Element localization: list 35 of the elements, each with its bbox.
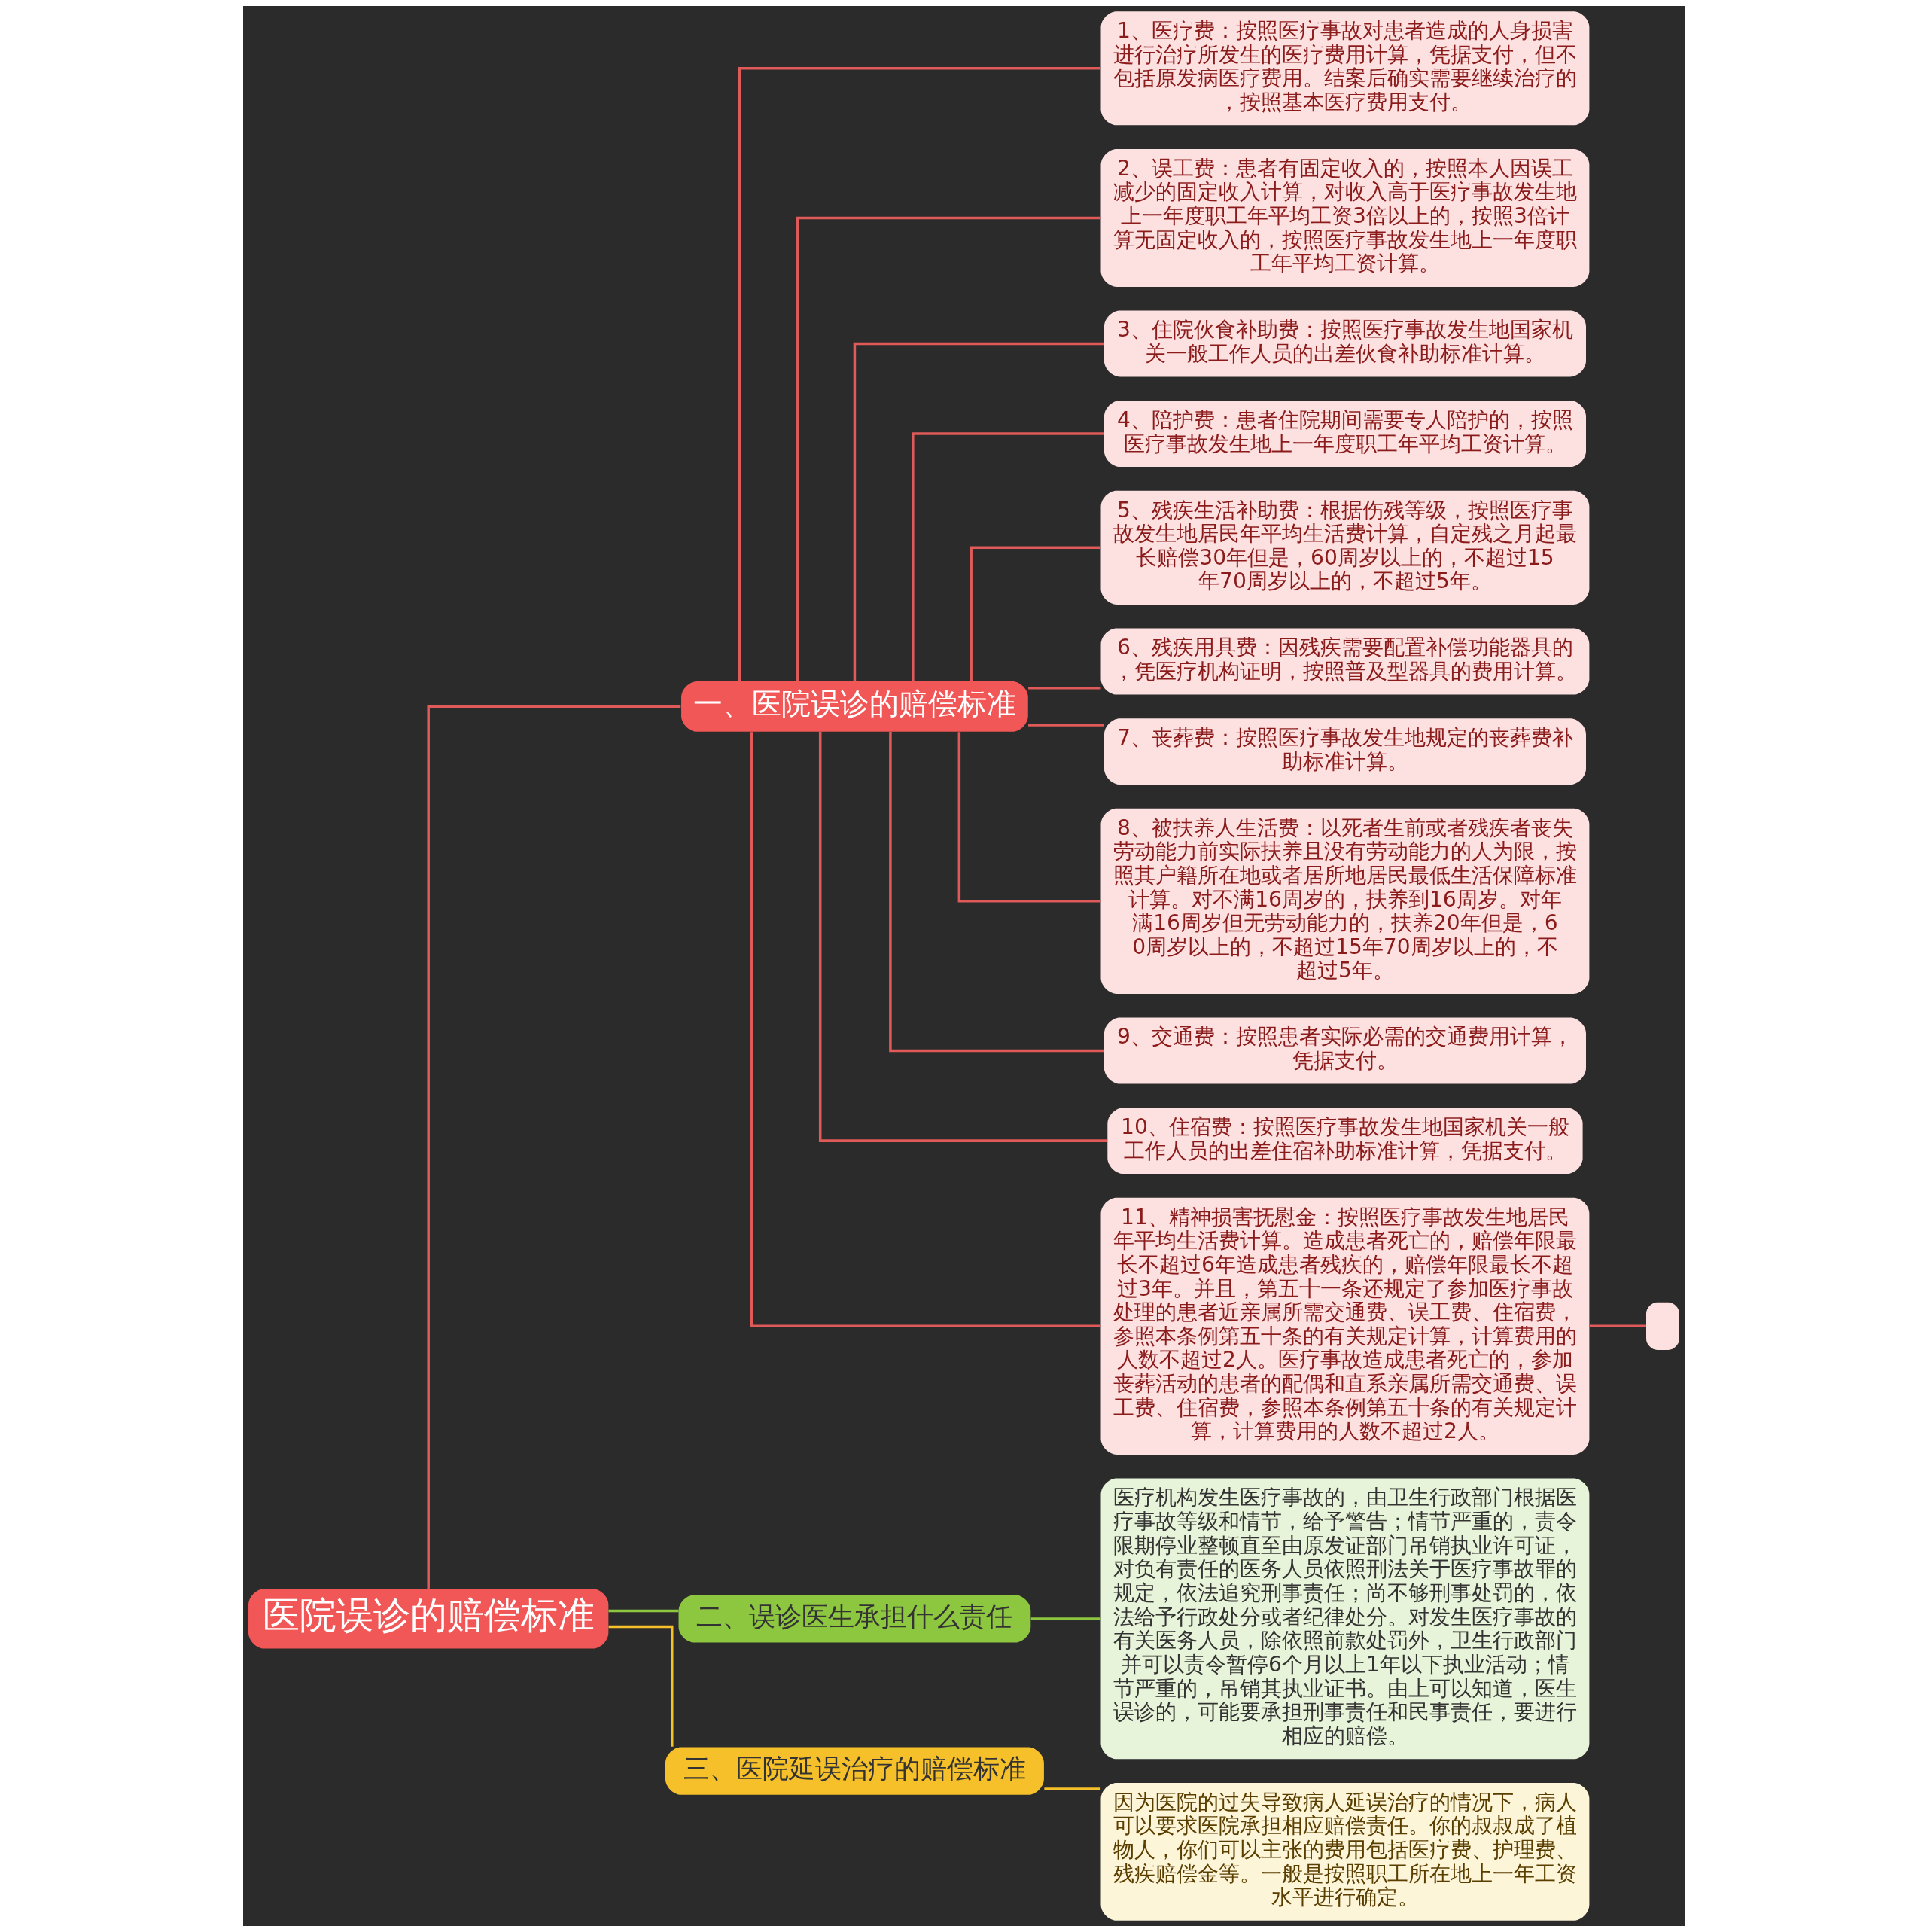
connector	[1027, 724, 1104, 727]
connector	[1030, 1617, 1100, 1620]
node-box: 10、住宿费：按照医疗事故发生地国家机关一般工作人员的出差住宿补助标准计算，凭据支付。	[1107, 1108, 1583, 1175]
connector	[1043, 1787, 1100, 1790]
connector	[426, 705, 680, 1589]
node-box: 4、陪护费：患者住院期间需要专人陪护的，按照医疗事故发生地上一年度职工年平均工资计算。	[1104, 401, 1586, 468]
node-box: 因为医院的过失导致病人延误治疗的情况下，病人可以要求医院承担相应赔偿责任。你的叔叔成了植物人，你们可以主张的费用包括医疗费、护理费、残疾赔偿金等。一般是按照职工所在地上一年工资水平进行确定。	[1100, 1783, 1589, 1921]
node-box: 1、医疗费：按照医疗事故对患者造成的人身损害进行治疗所发生的医疗费用计算，凭据支付，但不包括原发病医疗费用。结案后确实需要继续治疗的，按照基本医疗费用支付。	[1100, 11, 1589, 126]
node-box: 医院误诊的赔偿标准	[248, 1589, 608, 1649]
node-box: 9、交通费：按照患者实际必需的交通费用计算，凭据支付。	[1104, 1017, 1586, 1084]
connector	[608, 1625, 673, 1747]
connector	[796, 216, 1100, 681]
node-box: 11、精神损害抚慰金：按照医疗事故发生地居民年平均生活费计算。造成患者死亡的，赔偿年限最长不超过6年造成患者残疾的，赔偿年限最长不超过3年。并且，第五十一条还规定了参加医疗事故处理的患者近亲属所需交通费、误工费、住宿费，参照本条例第五十条的有关规定计算，计算费用的人数不超过2人。医疗事故造成患者死亡的，参加丧葬活动的患者的配偶和直系亲属所需交通费、误工费、住宿费，参照本条例第五十条的有关规定计算，计算费用的人数不超过2人。	[1100, 1197, 1589, 1455]
node-box: 3、住院伙食补助费：按照医疗事故发生地国家机关一般工作人员的出差伙食补助标准计算。	[1104, 310, 1586, 377]
connector	[888, 731, 1104, 1053]
connector	[1589, 1324, 1646, 1328]
connector	[1027, 686, 1100, 690]
connector	[750, 732, 1100, 1328]
node-box: 一、医院误诊的赔偿标准	[680, 681, 1028, 732]
connector	[911, 432, 1104, 681]
node-box: 医疗机构发生医疗事故的，由卫生行政部门根据医疗事故等级和情节，给予警告；情节严重的，责令限期停业整顿直至由原发证部门吊销执业许可证，对负有责任的医务人员依照刑法关于医疗事故罪的规定，依法追究刑事责任；尚不够刑事处罚的，依法给予行政处分或者纪律处分。对发生医疗事故的有关医务人员，除依照前款处罚外，卫生行政部门并可以责令暂停6个月以上1年以下执业活动；情节严重的，吊销其执业证书。由上可以知道，医生误诊的，可能要承担刑事责任和民事责任，要进行相应的赔偿。	[1100, 1478, 1589, 1760]
node-box: 二、误诊医生承担什么责任	[678, 1595, 1030, 1643]
node-box	[1645, 1302, 1679, 1350]
connector	[969, 546, 1100, 681]
connector	[853, 342, 1104, 681]
connector	[818, 731, 1107, 1142]
node-box: 6、残疾用具费：因残疾需要配置补偿功能器具的，凭医疗机构证明，按照普及型器具的费用计算。	[1100, 628, 1589, 695]
node-box: 三、医院延误治疗的赔偿标准	[665, 1747, 1044, 1795]
connector	[738, 66, 1100, 681]
connector	[608, 1609, 678, 1613]
node-box: 2、误工费：患者有固定收入的，按照本人因误工减少的固定收入计算，对收入高于医疗事故发生地上一年度职工年平均工资3倍以上的，按照3倍计算无固定收入的，按照医疗事故发生地上一年度职工年平均工资计算。	[1100, 149, 1589, 287]
connector	[957, 732, 1100, 903]
node-box: 5、残疾生活补助费：根据伤残等级，按照医疗事故发生地居民年平均生活费计算，自定残之月起最长赔偿30年但是，60周岁以上的，不超过15年70周岁以上的，不超过5年。	[1100, 490, 1589, 605]
node-box: 8、被扶养人生活费：以死者生前或者残疾者丧失劳动能力前实际扶养且没有劳动能力的人为限，按照其户籍所在地或者居所地居民最低生活保障标准计算。对不满16周岁的，扶养到16周岁。对年满16周岁但无劳动能力的，扶养20年但是，60周岁以上的，不超过15年70周岁以上的，不超过5年。	[1100, 808, 1589, 994]
node-box: 7、丧葬费：按照医疗事故发生地规定的丧葬费补助标准计算。	[1104, 718, 1586, 785]
